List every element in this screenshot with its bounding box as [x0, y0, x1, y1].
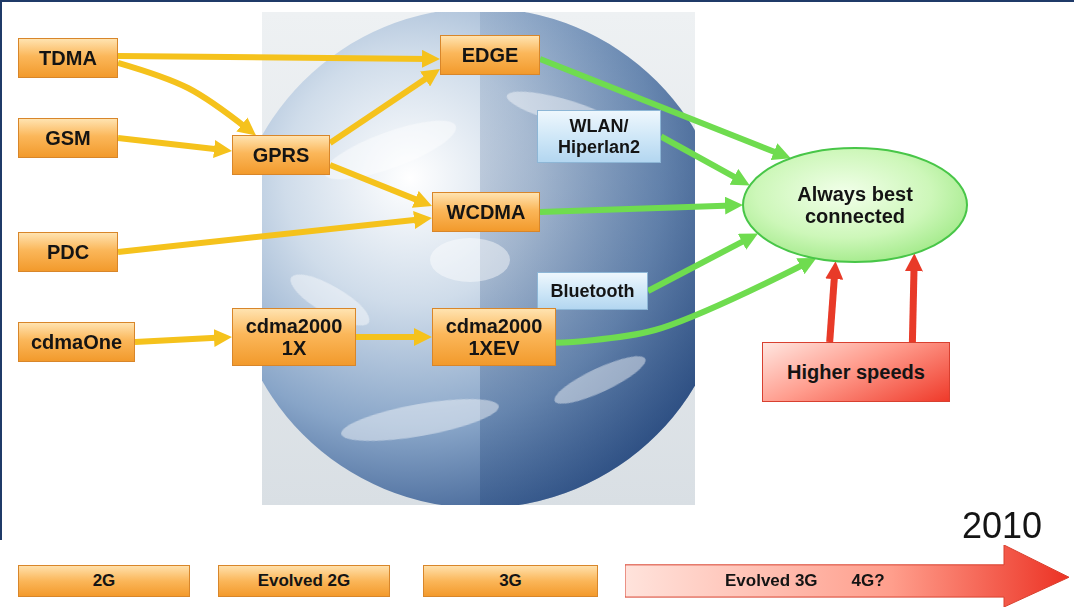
- connector-arrow: [118, 219, 421, 252]
- node-text: cdma2000 1XEV: [442, 315, 546, 360]
- era-bar: Evolved 2G: [218, 565, 390, 597]
- node-text: Always best connected: [780, 183, 930, 228]
- technology-box: PDC: [18, 232, 118, 272]
- technology-box: cdma2000 1X: [232, 308, 356, 366]
- connector-arrow: [540, 205, 732, 212]
- technology-box: GSM: [18, 118, 118, 158]
- connector-arrow: [118, 56, 429, 59]
- era-bar: 3G: [423, 565, 598, 597]
- era-bar: 2G: [18, 565, 190, 597]
- frame-line: [0, 0, 2, 540]
- technology-box: cdma2000 1XEV: [432, 308, 556, 366]
- connector-arrow: [830, 272, 835, 342]
- connector-arrow: [661, 137, 740, 181]
- wireless-box: Bluetooth: [537, 272, 648, 310]
- node-text: 3G: [499, 571, 522, 590]
- node-text: Higher speeds: [787, 361, 925, 383]
- node-text: 2G: [93, 571, 116, 590]
- connector-arrow: [118, 63, 247, 129]
- connector-arrow: [118, 138, 221, 150]
- globe-night-side: [480, 12, 695, 505]
- node-text: Evolved 2G: [258, 571, 351, 590]
- frame-line: [0, 0, 1074, 2]
- node-text: EDGE: [462, 44, 519, 66]
- node-outline: [625, 545, 1070, 607]
- node-text: WCDMA: [447, 201, 526, 223]
- technology-box: TDMA: [18, 38, 118, 78]
- node-text: TDMA: [39, 47, 97, 69]
- connector-arrow: [135, 338, 221, 342]
- node-text: GSM: [45, 127, 91, 149]
- node-text: Evolved 3G: [725, 571, 818, 590]
- connector-arrow: [912, 264, 914, 342]
- ellipse-outline: [743, 148, 967, 262]
- arrow-outline: [625, 545, 1069, 607]
- node-text: cdmaOne: [31, 331, 122, 353]
- node-text: GPRS: [253, 144, 310, 166]
- year-label: 2010: [962, 505, 1042, 547]
- wireless-box: WLAN/ Hiperlan2: [537, 110, 661, 163]
- goal-ellipse: Always best connected: [740, 145, 970, 265]
- technology-box: cdmaOne: [18, 322, 135, 362]
- node-text: 4G?: [852, 571, 885, 590]
- node-text: Bluetooth: [551, 281, 635, 301]
- connector-arrow: [356, 334, 421, 340]
- speed-box: Higher speeds: [762, 342, 950, 402]
- connector-arrow: [648, 239, 748, 291]
- technology-box: WCDMA: [432, 192, 540, 232]
- node-text: WLAN/ Hiperlan2: [547, 116, 651, 156]
- technology-box: GPRS: [232, 135, 330, 175]
- era-arrow: Evolved 3G 4G?: [625, 545, 1070, 607]
- connector-arrow: [330, 165, 422, 202]
- technology-box: EDGE: [440, 35, 540, 75]
- node-text: cdma2000 1X: [242, 315, 346, 360]
- node-text: PDC: [47, 241, 89, 263]
- globe: [262, 12, 695, 505]
- connector-arrow: [330, 75, 431, 143]
